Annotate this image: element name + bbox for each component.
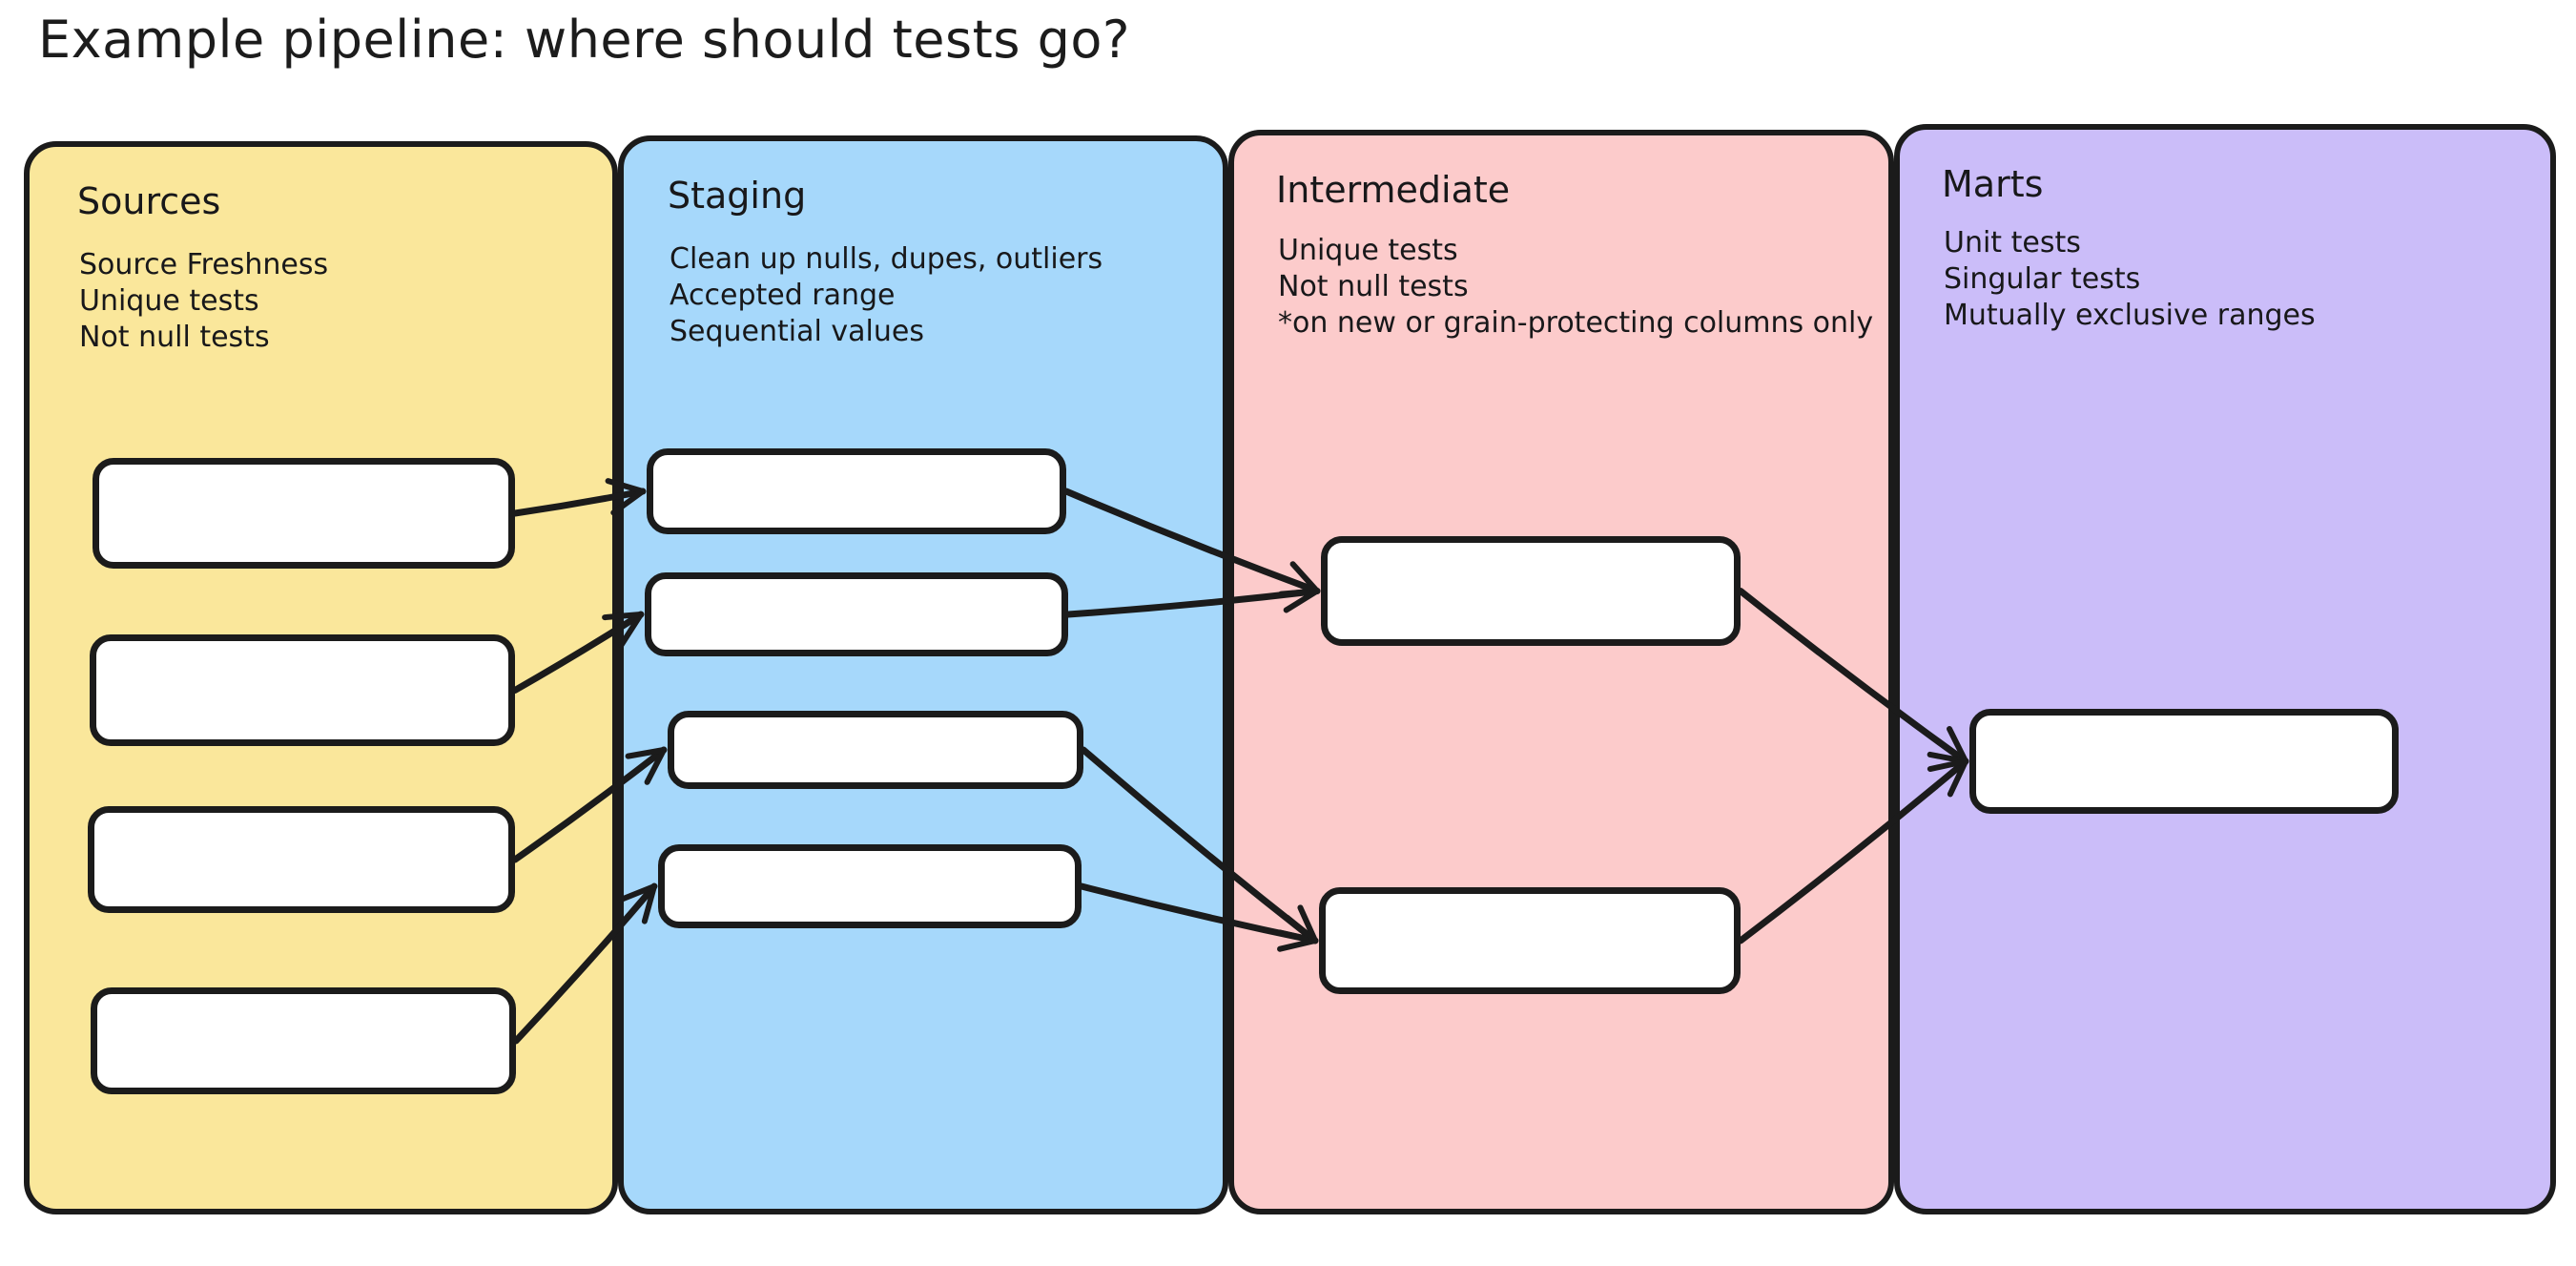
lane-title-sources: Sources [77, 180, 221, 222]
lane-bullet: Singular tests [1944, 262, 2141, 296]
lane-bullet: Not null tests [79, 321, 270, 354]
lane-title-intermediate: Intermediate [1276, 169, 1511, 211]
node-stg-2[interactable] [645, 572, 1068, 656]
lane-bullet: Mutually exclusive ranges [1944, 299, 2316, 332]
node-int-1[interactable] [1321, 536, 1741, 646]
lane-title-marts: Marts [1942, 163, 2044, 205]
lane-bullet: Sequential values [670, 315, 924, 348]
lane-bullet: Unique tests [1278, 234, 1458, 267]
page-title: Example pipeline: where should tests go? [38, 10, 1131, 70]
lane-bullet: *on new or grain-protecting columns only [1278, 306, 1874, 340]
lane-bullet: Not null tests [1278, 270, 1469, 303]
lane-bullet: Unit tests [1944, 226, 2081, 259]
node-stg-1[interactable] [647, 448, 1066, 534]
node-src-2[interactable] [90, 634, 515, 746]
lane-bullet: Source Freshness [79, 248, 329, 281]
lane-title-staging: Staging [668, 175, 807, 217]
lane-bullet: Clean up nulls, dupes, outliers [670, 242, 1103, 276]
lane-bullet: Unique tests [79, 284, 259, 318]
node-stg-4[interactable] [658, 844, 1082, 928]
node-stg-3[interactable] [668, 711, 1083, 789]
node-src-3[interactable] [88, 806, 515, 913]
node-mrt-1[interactable] [1969, 709, 2399, 814]
lane-bullet: Accepted range [670, 279, 896, 312]
node-int-2[interactable] [1319, 887, 1741, 994]
node-src-4[interactable] [91, 987, 516, 1094]
node-src-1[interactable] [93, 458, 515, 569]
